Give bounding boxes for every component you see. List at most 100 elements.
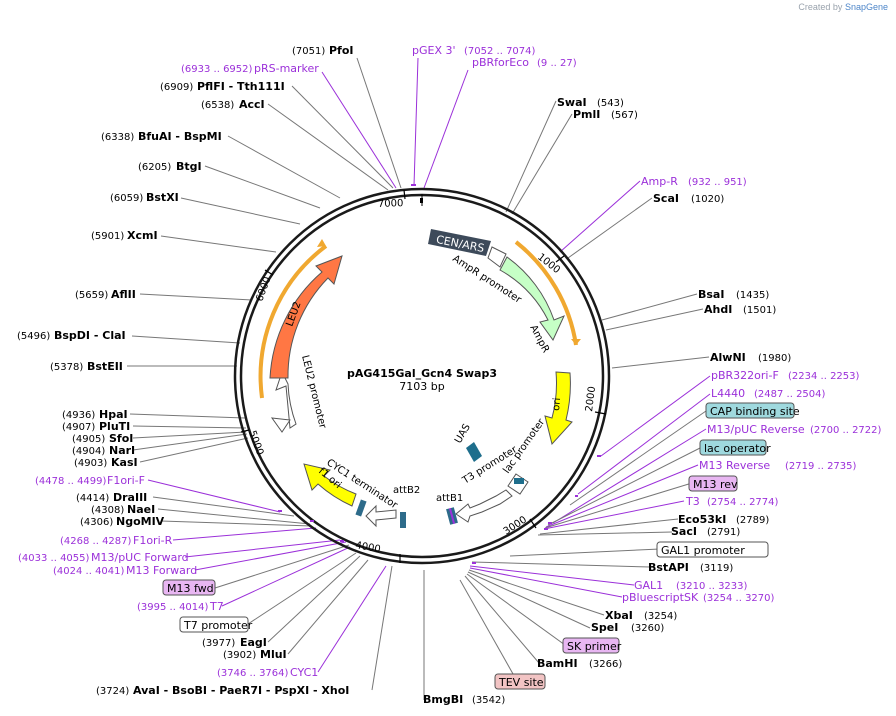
plasmid-length: 7103 bp bbox=[399, 380, 444, 393]
label-bstxi-pos: (6059) bbox=[110, 193, 143, 204]
label-kasi-pos: (4903) bbox=[74, 458, 107, 469]
label-t3-pos: (2754 .. 2774) bbox=[707, 497, 779, 508]
label-nari-pos: (4904) bbox=[72, 446, 105, 457]
label-kasi: KasI bbox=[111, 456, 138, 469]
attb2-feature: attB2 bbox=[393, 485, 420, 528]
plasmid-name: pAG415Gal_Gcn4 Swap3 bbox=[347, 367, 497, 380]
label-draiii: DraIII bbox=[113, 491, 147, 504]
label-pflfi-pos: (6909) bbox=[160, 82, 193, 93]
label-bstxi: BstXI bbox=[146, 191, 179, 204]
ruler-label-3000: 3000 bbox=[502, 514, 529, 537]
label-bfuai: BfuAI - BspMI bbox=[138, 130, 222, 143]
label-eagi: EagI bbox=[240, 636, 267, 649]
label-amp-r: Amp-R bbox=[641, 175, 678, 188]
label-nari: NarI bbox=[109, 444, 135, 457]
sk-primer-box bbox=[562, 637, 620, 654]
label-pflfi: PflFI - Tth111I bbox=[197, 80, 285, 93]
label-draiii-pos: (4414) bbox=[76, 493, 109, 504]
label-acci: AccI bbox=[239, 98, 265, 111]
label-bspdi: BspDI - ClaI bbox=[54, 329, 126, 342]
t7-promoter-box bbox=[179, 616, 249, 633]
label-saci: SacI bbox=[671, 525, 697, 538]
label-m13-fwd: M13 fwd bbox=[167, 582, 214, 595]
attb1-feature: attB1 bbox=[436, 493, 463, 525]
label-avai-pos: (3724) bbox=[96, 686, 129, 697]
label-xcmi: XcmI bbox=[127, 229, 158, 242]
label-m13-forward: M13 Forward bbox=[126, 564, 197, 577]
label-t7: T7 bbox=[209, 600, 224, 613]
label-f1ori-r-pos: (4268 .. 4287) bbox=[60, 536, 132, 547]
label-amp-r-pos: (932 .. 951) bbox=[688, 177, 747, 188]
ampr-orange-arrowhead bbox=[571, 339, 581, 345]
label-scai-pos: (1020) bbox=[691, 194, 724, 205]
label-pfoi-pos: (7051) bbox=[292, 46, 325, 57]
label-eco53ki-pos: (2789) bbox=[736, 515, 769, 526]
label-spei-pos: (3260) bbox=[631, 623, 664, 634]
label-ahdi: AhdI bbox=[704, 303, 732, 316]
label-bsteii-pos: (5378) bbox=[50, 362, 83, 373]
label-naei: NaeI bbox=[127, 503, 155, 516]
label-bstapi-pos: (3119) bbox=[700, 563, 733, 574]
label-l4440-pos: (2487 .. 2504) bbox=[754, 389, 826, 400]
uas-label: UAS bbox=[453, 422, 473, 445]
label-bsteii: BstEII bbox=[87, 360, 123, 373]
label-lac-operator: lac operator bbox=[704, 442, 771, 455]
label-pbr322ori-f-pos: (2234 .. 2253) bbox=[788, 371, 860, 382]
label-bmgbi-pos: (3542) bbox=[472, 695, 505, 706]
label-swai-pos: (543) bbox=[597, 98, 624, 109]
label-pluti-pos: (4907) bbox=[62, 422, 95, 433]
m13-fwd-box bbox=[162, 579, 216, 596]
label-bspdi-pos: (5496) bbox=[17, 331, 50, 342]
label-pbrforeco: pBRforEco bbox=[472, 56, 529, 69]
label-cap-binding-site: CAP binding site bbox=[710, 405, 800, 418]
label-m13puc-reverse: M13/pUC Reverse bbox=[707, 423, 805, 436]
label-sk-primer: SK primer bbox=[567, 640, 622, 653]
label-alwni-pos: (1980) bbox=[758, 353, 791, 364]
label-pbluescriptsk-pos: (3254 .. 3270) bbox=[703, 593, 775, 604]
ampr-orange-arc bbox=[514, 240, 578, 346]
gal1-promoter-box bbox=[656, 541, 769, 558]
label-gal1-promoter: GAL1 promoter bbox=[661, 544, 745, 557]
snapgene-watermark: Created by SnapGene bbox=[798, 2, 888, 12]
label-leader-lines bbox=[127, 57, 711, 700]
label-m13puc-fwd: M13/pUC Forward bbox=[91, 551, 189, 564]
label-pgex3-pos: (7052 .. 7074) bbox=[464, 46, 536, 57]
backbone-outer-ring bbox=[233, 187, 611, 565]
label-t7-pos: (3995 .. 4014) bbox=[137, 602, 209, 613]
uas-feature: UAS bbox=[453, 422, 482, 462]
cen-ars-feature: CEN/ARS bbox=[428, 229, 491, 256]
label-l4440: L4440 bbox=[711, 387, 745, 400]
label-pmli-pos: (567) bbox=[611, 110, 638, 121]
label-avai: AvaI - BsoBI - PaeR7I - PspXI - XhoI bbox=[133, 684, 349, 697]
label-xbai: XbaI bbox=[605, 609, 633, 622]
label-t7-promoter: T7 promoter bbox=[183, 619, 253, 632]
leu2-orange-arc bbox=[258, 244, 328, 399]
label-m13-forward-pos: (4024 .. 4041) bbox=[53, 566, 125, 577]
label-pbrforeco-pos: (9 .. 27) bbox=[537, 58, 577, 69]
label-eco53ki: Eco53kI bbox=[678, 513, 726, 526]
label-alwni: AlwNI bbox=[710, 351, 746, 364]
label-pgex3: pGEX 3' bbox=[412, 44, 456, 57]
label-cyc1: CYC1 bbox=[290, 666, 318, 679]
label-ngomiv: NgoMIV bbox=[116, 515, 165, 528]
label-bsai-pos: (1435) bbox=[736, 290, 769, 301]
label-cyc1-pos: (3746 .. 3764) bbox=[217, 668, 289, 679]
m13-rev-box bbox=[688, 475, 738, 492]
ruler-label-4000: 4000 bbox=[354, 540, 381, 555]
watermark-brand: SnapGene bbox=[844, 2, 888, 12]
label-swai: SwaI bbox=[557, 96, 587, 109]
primer-marks bbox=[278, 184, 601, 564]
label-m13-reverse: M13 Reverse bbox=[699, 459, 770, 472]
label-pluti: PluTI bbox=[99, 420, 130, 433]
label-m13puc-reverse-pos: (2700 .. 2722) bbox=[810, 425, 882, 436]
label-pbluescriptsk: pBluescriptSK bbox=[622, 591, 699, 604]
label-bfuai-pos: (6338) bbox=[101, 132, 134, 143]
label-ahdi-pos: (1501) bbox=[743, 305, 776, 316]
ori-label: ori bbox=[551, 397, 563, 411]
ruler-label-7000: 7000 bbox=[378, 198, 404, 210]
label-m13-rev: M13 rev bbox=[693, 478, 738, 491]
label-prs-marker-pos: (6933 .. 6952) bbox=[181, 64, 253, 75]
label-btgi-pos: (6205) bbox=[138, 162, 171, 173]
attb2-label: attB2 bbox=[393, 485, 420, 496]
label-gal1-pos: (3210 .. 3233) bbox=[676, 581, 748, 592]
